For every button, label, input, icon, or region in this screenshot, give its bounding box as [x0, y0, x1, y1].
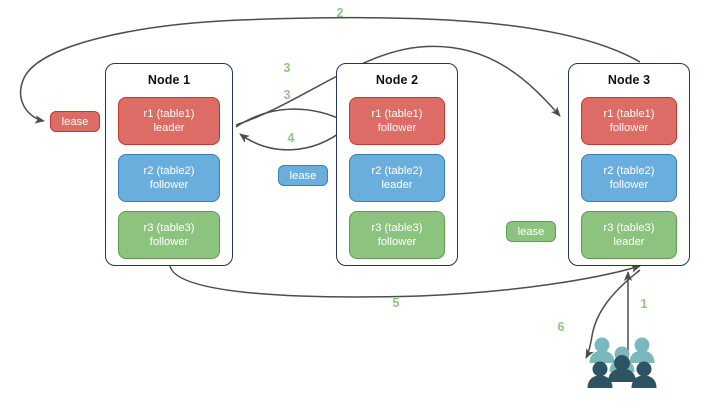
replica-name: r1 (table1) — [603, 108, 655, 120]
node-title: Node 2 — [375, 73, 419, 87]
replica-node1-r3[interactable]: r3 (table3) follower — [118, 211, 220, 259]
replica-name: r3 (table3) — [371, 222, 423, 234]
step-label-3a: 3 — [283, 61, 291, 75]
lease-box-blue: lease — [278, 165, 328, 186]
lease-box-green: lease — [506, 221, 556, 242]
replica-role: follower — [377, 236, 417, 248]
replica-node2-r3[interactable]: r3 (table3) follower — [349, 211, 445, 259]
replica-node3-r3[interactable]: r3 (table3) leader — [581, 211, 677, 259]
replica-name: r3 (table3) — [143, 222, 195, 234]
step-label-3b: 3 — [283, 88, 291, 102]
lease-label: lease — [517, 225, 545, 238]
step-label-1: 1 — [640, 297, 648, 311]
lease-label: lease — [289, 169, 317, 182]
step-label-5: 5 — [392, 296, 400, 310]
step-label-4: 4 — [287, 131, 295, 145]
replica-role: leader — [613, 236, 645, 248]
replica-node1-r2[interactable]: r2 (table2) follower — [118, 154, 220, 202]
step-label-2: 2 — [336, 6, 344, 20]
edge-3-node1-to-node2 — [235, 108, 347, 128]
replica-name: r2 (table2) — [143, 165, 195, 177]
node-box-node1[interactable]: Node 1 r1 (table1) leader r2 (table2) fo… — [105, 63, 233, 266]
node-title: Node 3 — [607, 73, 651, 87]
replica-name: r1 (table1) — [143, 108, 195, 120]
replica-role: follower — [149, 179, 189, 191]
replica-name: r2 (table2) — [371, 165, 423, 177]
replica-name: r1 (table1) — [371, 108, 423, 120]
replica-node2-r2[interactable]: r2 (table2) leader — [349, 154, 445, 202]
node-title: Node 1 — [147, 73, 191, 87]
replica-node2-r1[interactable]: r1 (table1) follower — [349, 97, 445, 145]
replica-role: leader — [381, 179, 413, 191]
replica-role: leader — [153, 122, 185, 134]
replica-node3-r1[interactable]: r1 (table1) follower — [581, 97, 677, 145]
node-box-node3[interactable]: Node 3 r1 (table1) follower r2 (table2) … — [568, 63, 690, 266]
lease-label: lease — [61, 115, 89, 128]
replica-role: follower — [609, 122, 649, 134]
node-box-node2[interactable]: Node 2 r1 (table1) follower r2 (table2) … — [336, 63, 458, 266]
people-icon — [587, 337, 657, 388]
replica-role: follower — [609, 179, 649, 191]
lease-box-red: lease — [50, 111, 100, 132]
replica-node1-r1[interactable]: r1 (table1) leader — [118, 97, 220, 145]
replica-node3-r2[interactable]: r2 (table2) follower — [581, 154, 677, 202]
replica-role: follower — [377, 122, 417, 134]
replica-name: r2 (table2) — [603, 165, 655, 177]
clients-group — [586, 333, 666, 391]
replica-role: follower — [149, 236, 189, 248]
step-label-6: 6 — [557, 320, 565, 334]
replica-name: r3 (table3) — [603, 222, 655, 234]
edge-5-node1-to-node3 — [169, 264, 641, 298]
